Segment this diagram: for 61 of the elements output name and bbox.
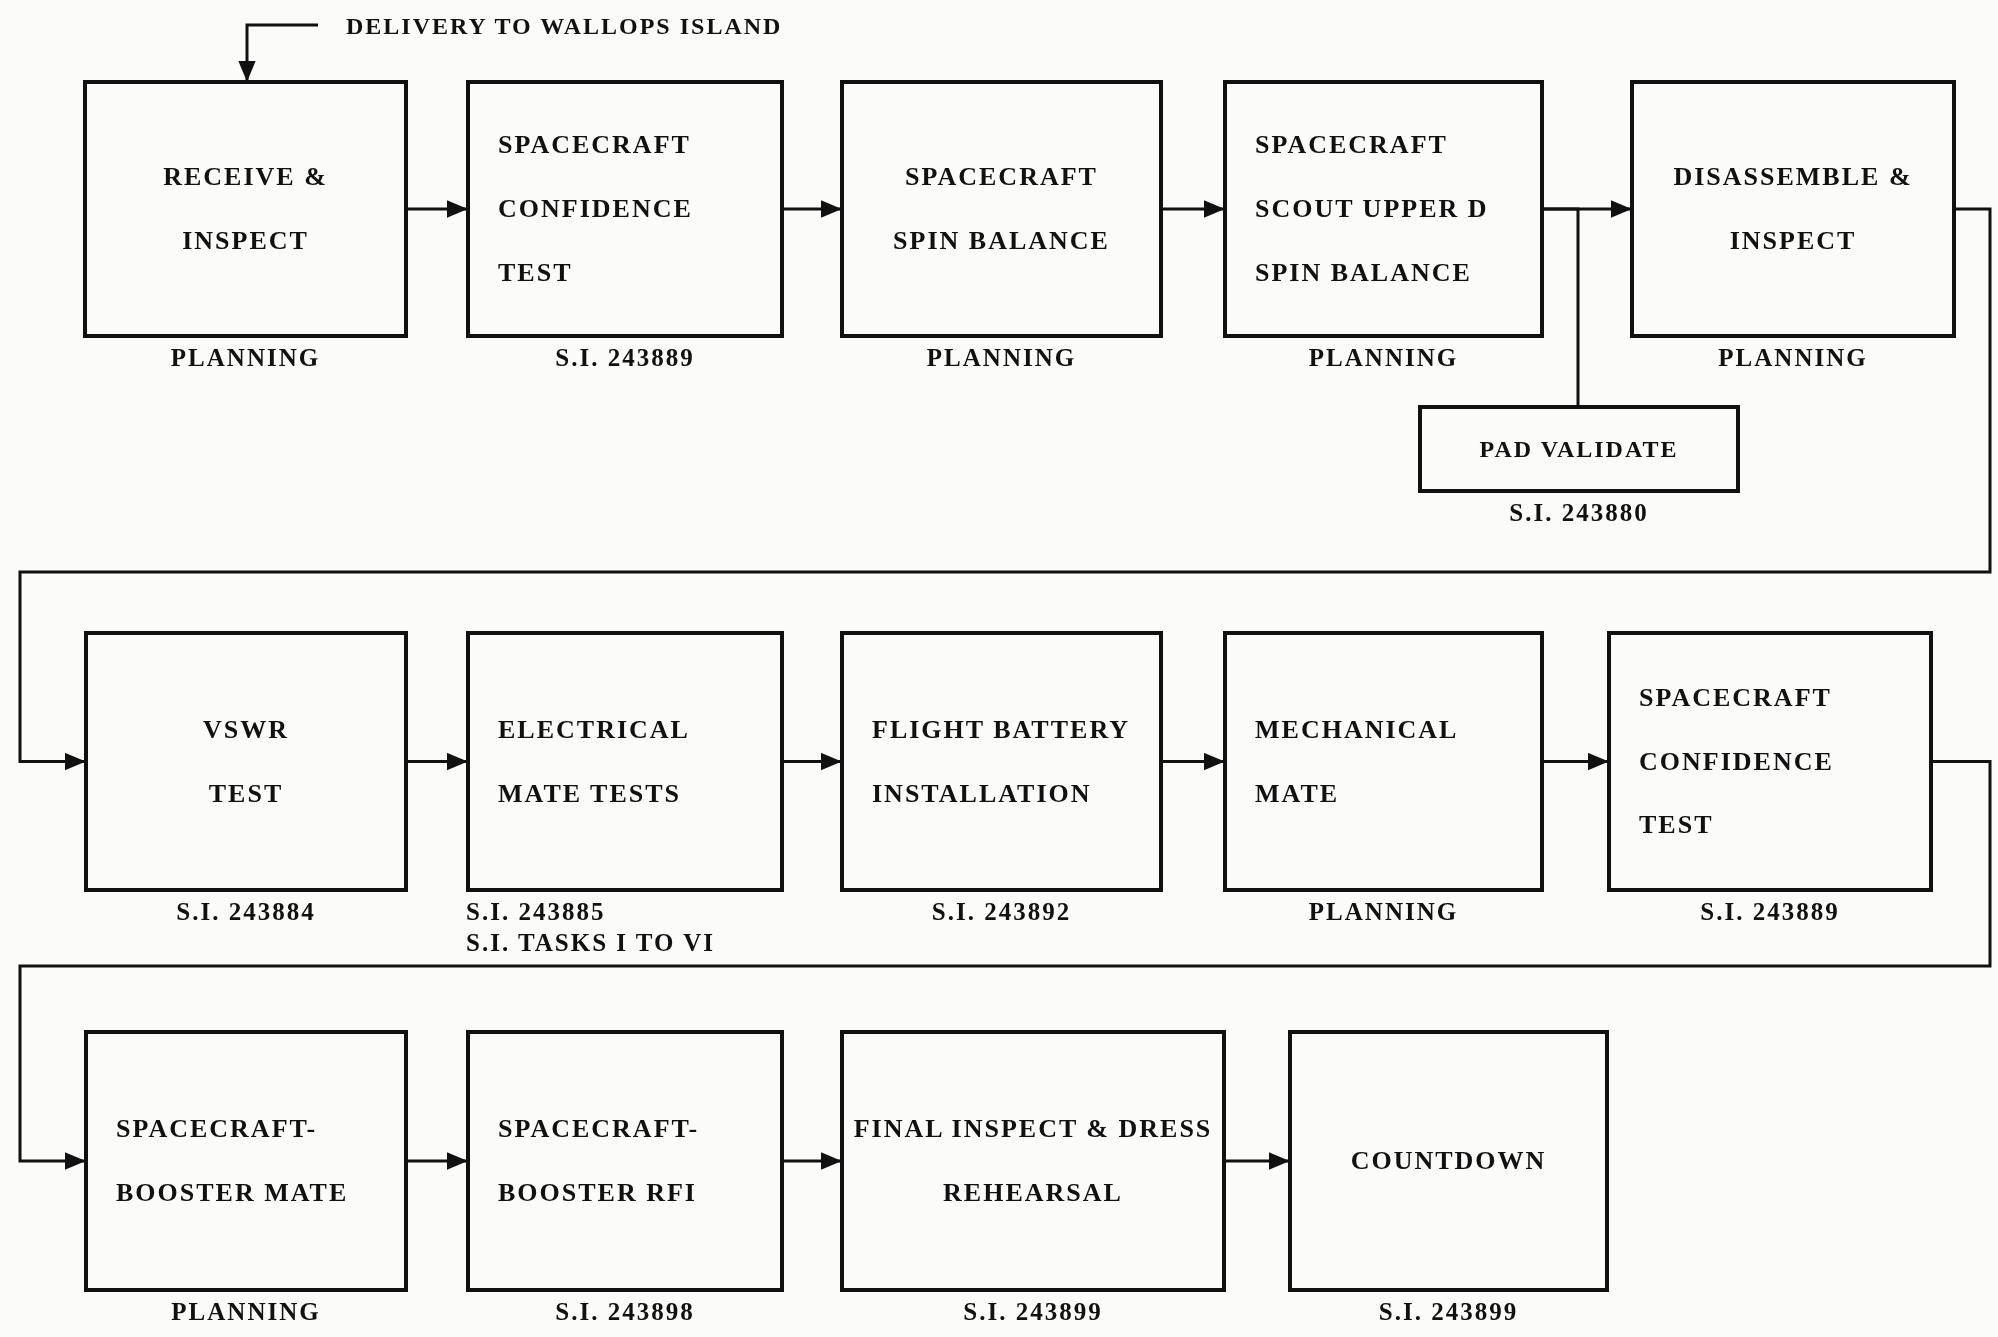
- box-label: PAD VALIDATE: [1479, 434, 1679, 464]
- process-box: [1223, 80, 1544, 338]
- box-label: SPACECRAFT- BOOSTER RFI: [498, 1113, 701, 1209]
- box-label: VSWR TEST: [202, 713, 290, 810]
- arrow: [784, 1152, 842, 1170]
- box-label: ELECTRICAL MATE TESTS: [498, 713, 690, 810]
- process-box: [466, 80, 784, 338]
- process-box: [840, 80, 1163, 338]
- box-label: MECHANICAL MATE: [1255, 713, 1458, 810]
- process-box: [84, 631, 408, 892]
- arrow: [784, 200, 842, 218]
- reference-note: S.I. 243889: [1700, 897, 1840, 927]
- reference-note: S.I. TASKS I TO VI: [466, 928, 716, 959]
- arrow: [18, 760, 1992, 1170]
- box-label: SPACECRAFT SCOUT UPPER D SPIN BALANCE: [1255, 129, 1490, 289]
- process-box: [466, 1030, 784, 1292]
- box-label: SPACECRAFT SPIN BALANCE: [892, 161, 1111, 257]
- process-box: [1630, 80, 1956, 338]
- arrow: [1226, 1152, 1290, 1170]
- box-label: FLIGHT BATTERY INSTALLATION: [872, 713, 1131, 810]
- reference-note: S.I. 243899: [1378, 1297, 1519, 1327]
- arrow: [1163, 752, 1225, 771]
- box-label: SPACECRAFT CONFIDENCE TEST: [498, 129, 694, 289]
- process-box: [84, 1030, 408, 1292]
- arrow: [408, 752, 468, 771]
- process-box: [1418, 405, 1740, 493]
- box-label: FINAL INSPECT & DRESS REHEARSAL: [852, 1113, 1214, 1209]
- box-label: DISASSEMBLE & INSPECT: [1672, 161, 1914, 257]
- reference-note: PLANNING: [170, 343, 321, 373]
- arrow: [238, 23, 318, 82]
- arrow: [408, 200, 468, 218]
- arrow: [1544, 752, 1609, 771]
- reference-note: S.I. 243880: [1509, 498, 1649, 528]
- arrow: [18, 207, 1992, 771]
- reference-note: S.I. 243892: [931, 897, 1072, 927]
- process-box: [1607, 631, 1933, 892]
- process-box: [1223, 631, 1544, 892]
- process-box: [840, 1030, 1226, 1292]
- box-label: RECEIVE & INSPECT: [162, 161, 329, 257]
- connector-line: [1544, 207, 1580, 405]
- reference-note: S.I. 243885: [466, 897, 606, 927]
- reference-note: PLANNING: [1308, 343, 1459, 373]
- process-box: [840, 631, 1163, 892]
- reference-note: S.I. 243889: [555, 343, 695, 373]
- reference-note: PLANNING: [171, 1297, 321, 1327]
- process-box: [466, 631, 784, 892]
- process-box: [1288, 1030, 1609, 1292]
- arrow: [1163, 200, 1225, 218]
- reference-note: S.I. 243884: [176, 897, 316, 927]
- reference-note: PLANNING: [1718, 343, 1868, 373]
- box-label: DELIVERY TO WALLOPS ISLAND: [346, 11, 783, 41]
- arrow: [784, 752, 842, 771]
- box-label: SPACECRAFT CONFIDENCE TEST: [1639, 681, 1835, 842]
- reference-note: S.I. 243899: [963, 1297, 1103, 1327]
- box-label: COUNTDOWN: [1350, 1145, 1547, 1178]
- box-label: SPACECRAFT- BOOSTER MATE: [116, 1113, 350, 1209]
- process-box: [83, 80, 408, 338]
- arrow: [408, 1152, 468, 1170]
- reference-note: PLANNING: [926, 343, 1077, 373]
- reference-note: PLANNING: [1308, 897, 1459, 927]
- reference-note: S.I. 243898: [555, 1297, 695, 1327]
